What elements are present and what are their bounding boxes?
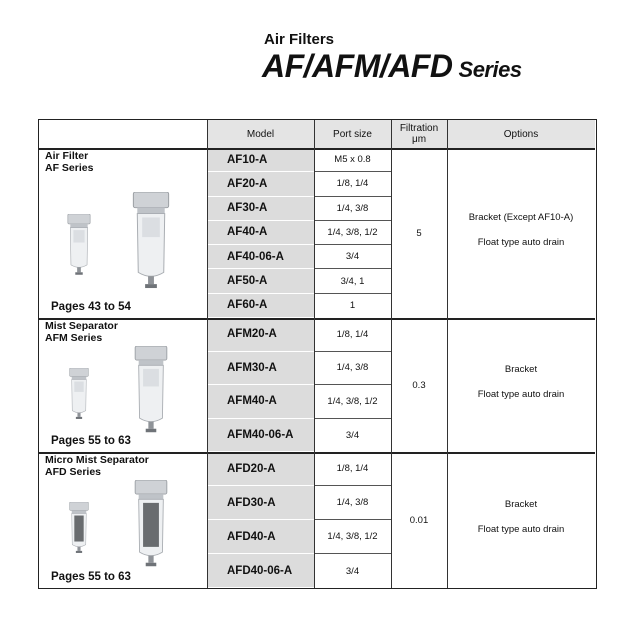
column-header-port-size: Port size [314, 120, 391, 148]
small-filter-image-1 [69, 368, 89, 419]
header-subtitle: Air Filters [264, 31, 335, 48]
model-cell: AF20-A [207, 172, 314, 197]
column-divider [447, 120, 448, 588]
option-bracket: Bracket (Except AF10-A) [468, 212, 574, 223]
pages-reference-1[interactable]: Pages 55 to 63 [51, 435, 131, 447]
filtration-label: Filtration [399, 123, 439, 134]
port-size-cell: 1/4, 3/8 [314, 352, 391, 385]
model-cell: AFM30-A [207, 351, 314, 385]
port-size-cell: 1/4, 3/8, 1/2 [314, 520, 391, 554]
port-size-cell: 1/4, 3/8, 1/2 [314, 221, 391, 246]
option-auto-drain: Float type auto drain [477, 524, 565, 535]
header-divider [39, 148, 595, 150]
title-suffix: Series [458, 57, 523, 82]
group-divider [39, 318, 595, 320]
port-size-cell: 3/4 [345, 429, 360, 441]
port-size-cell: 3/4 [314, 245, 391, 270]
large-filter-image-0 [132, 192, 170, 289]
header-blank-cell [39, 120, 207, 148]
model-cell: AFD30-A [207, 486, 314, 520]
group-title-line1: Air Filter [45, 150, 89, 162]
port-size-cell: 1/4, 3/8 [314, 197, 391, 221]
filtration-value-2: 0.01 [409, 514, 429, 526]
filtration-value-1: 0.3 [412, 379, 426, 391]
model-cell: AFD40-A [207, 520, 314, 554]
large-filter-image-2 [134, 480, 168, 567]
group-title-line2: AF Series [45, 162, 94, 174]
model-cell: AF40-A [207, 220, 314, 246]
group-divider [39, 452, 595, 454]
pages-reference-0[interactable]: Pages 43 to 54 [51, 301, 131, 313]
port-size-cell: 1/8, 1/4 [314, 172, 391, 197]
model-cell: AFM40-A [207, 385, 314, 419]
option-auto-drain: Float type auto drain [477, 237, 565, 248]
port-size-cell: 1/4, 3/8, 1/2 [314, 385, 391, 419]
filtration-value-0: 5 [416, 227, 422, 239]
port-size-cell: 1 [349, 300, 356, 312]
group-title-line2: AFM Series [45, 332, 103, 344]
large-filter-image-1 [134, 346, 168, 433]
model-cell: AF50-A [207, 269, 314, 294]
port-size-cell: 1/8, 1/4 [314, 452, 391, 486]
small-filter-image-2 [69, 502, 89, 553]
option-bracket: Bracket [504, 499, 538, 510]
options-cell-0: Bracket (Except AF10-A) Float type auto d… [447, 148, 595, 312]
model-cell: AF40-06-A [207, 245, 314, 270]
port-size-cell: M5 x 0.8 [314, 148, 391, 173]
port-size-cell: 1/8, 1/4 [314, 318, 391, 352]
column-divider [314, 120, 315, 588]
model-cell: AFD20-A [207, 452, 314, 486]
model-cell: AF60-A [207, 293, 314, 318]
model-cell: AF30-A [207, 196, 314, 221]
group-title-line1: Micro Mist Separator [45, 454, 149, 466]
column-header-options: Options [447, 120, 595, 148]
port-size-cell: 3/4, 1 [314, 269, 391, 294]
filtration-unit: μm [411, 134, 427, 145]
model-cell: AFM20-A [207, 318, 314, 352]
option-auto-drain: Float type auto drain [477, 389, 565, 400]
small-filter-image-0 [67, 214, 91, 275]
pages-reference-2[interactable]: Pages 55 to 63 [51, 571, 131, 583]
model-cell: AF10-A [207, 148, 314, 173]
group-title-line1: Mist Separator [45, 320, 118, 332]
model-cell: AFM40-06-A [207, 418, 314, 452]
column-divider [207, 120, 208, 588]
port-size-cell: 3/4 [345, 565, 360, 577]
port-size-cell: 1/4, 3/8 [314, 486, 391, 520]
model-cell: AFD40-06-A [207, 554, 314, 588]
column-divider [391, 120, 392, 588]
title-text: AF/AFM/AFD [262, 48, 453, 84]
option-bracket: Bracket [504, 364, 538, 375]
column-header-model: Model [207, 120, 314, 148]
group-title-line2: AFD Series [45, 466, 102, 478]
